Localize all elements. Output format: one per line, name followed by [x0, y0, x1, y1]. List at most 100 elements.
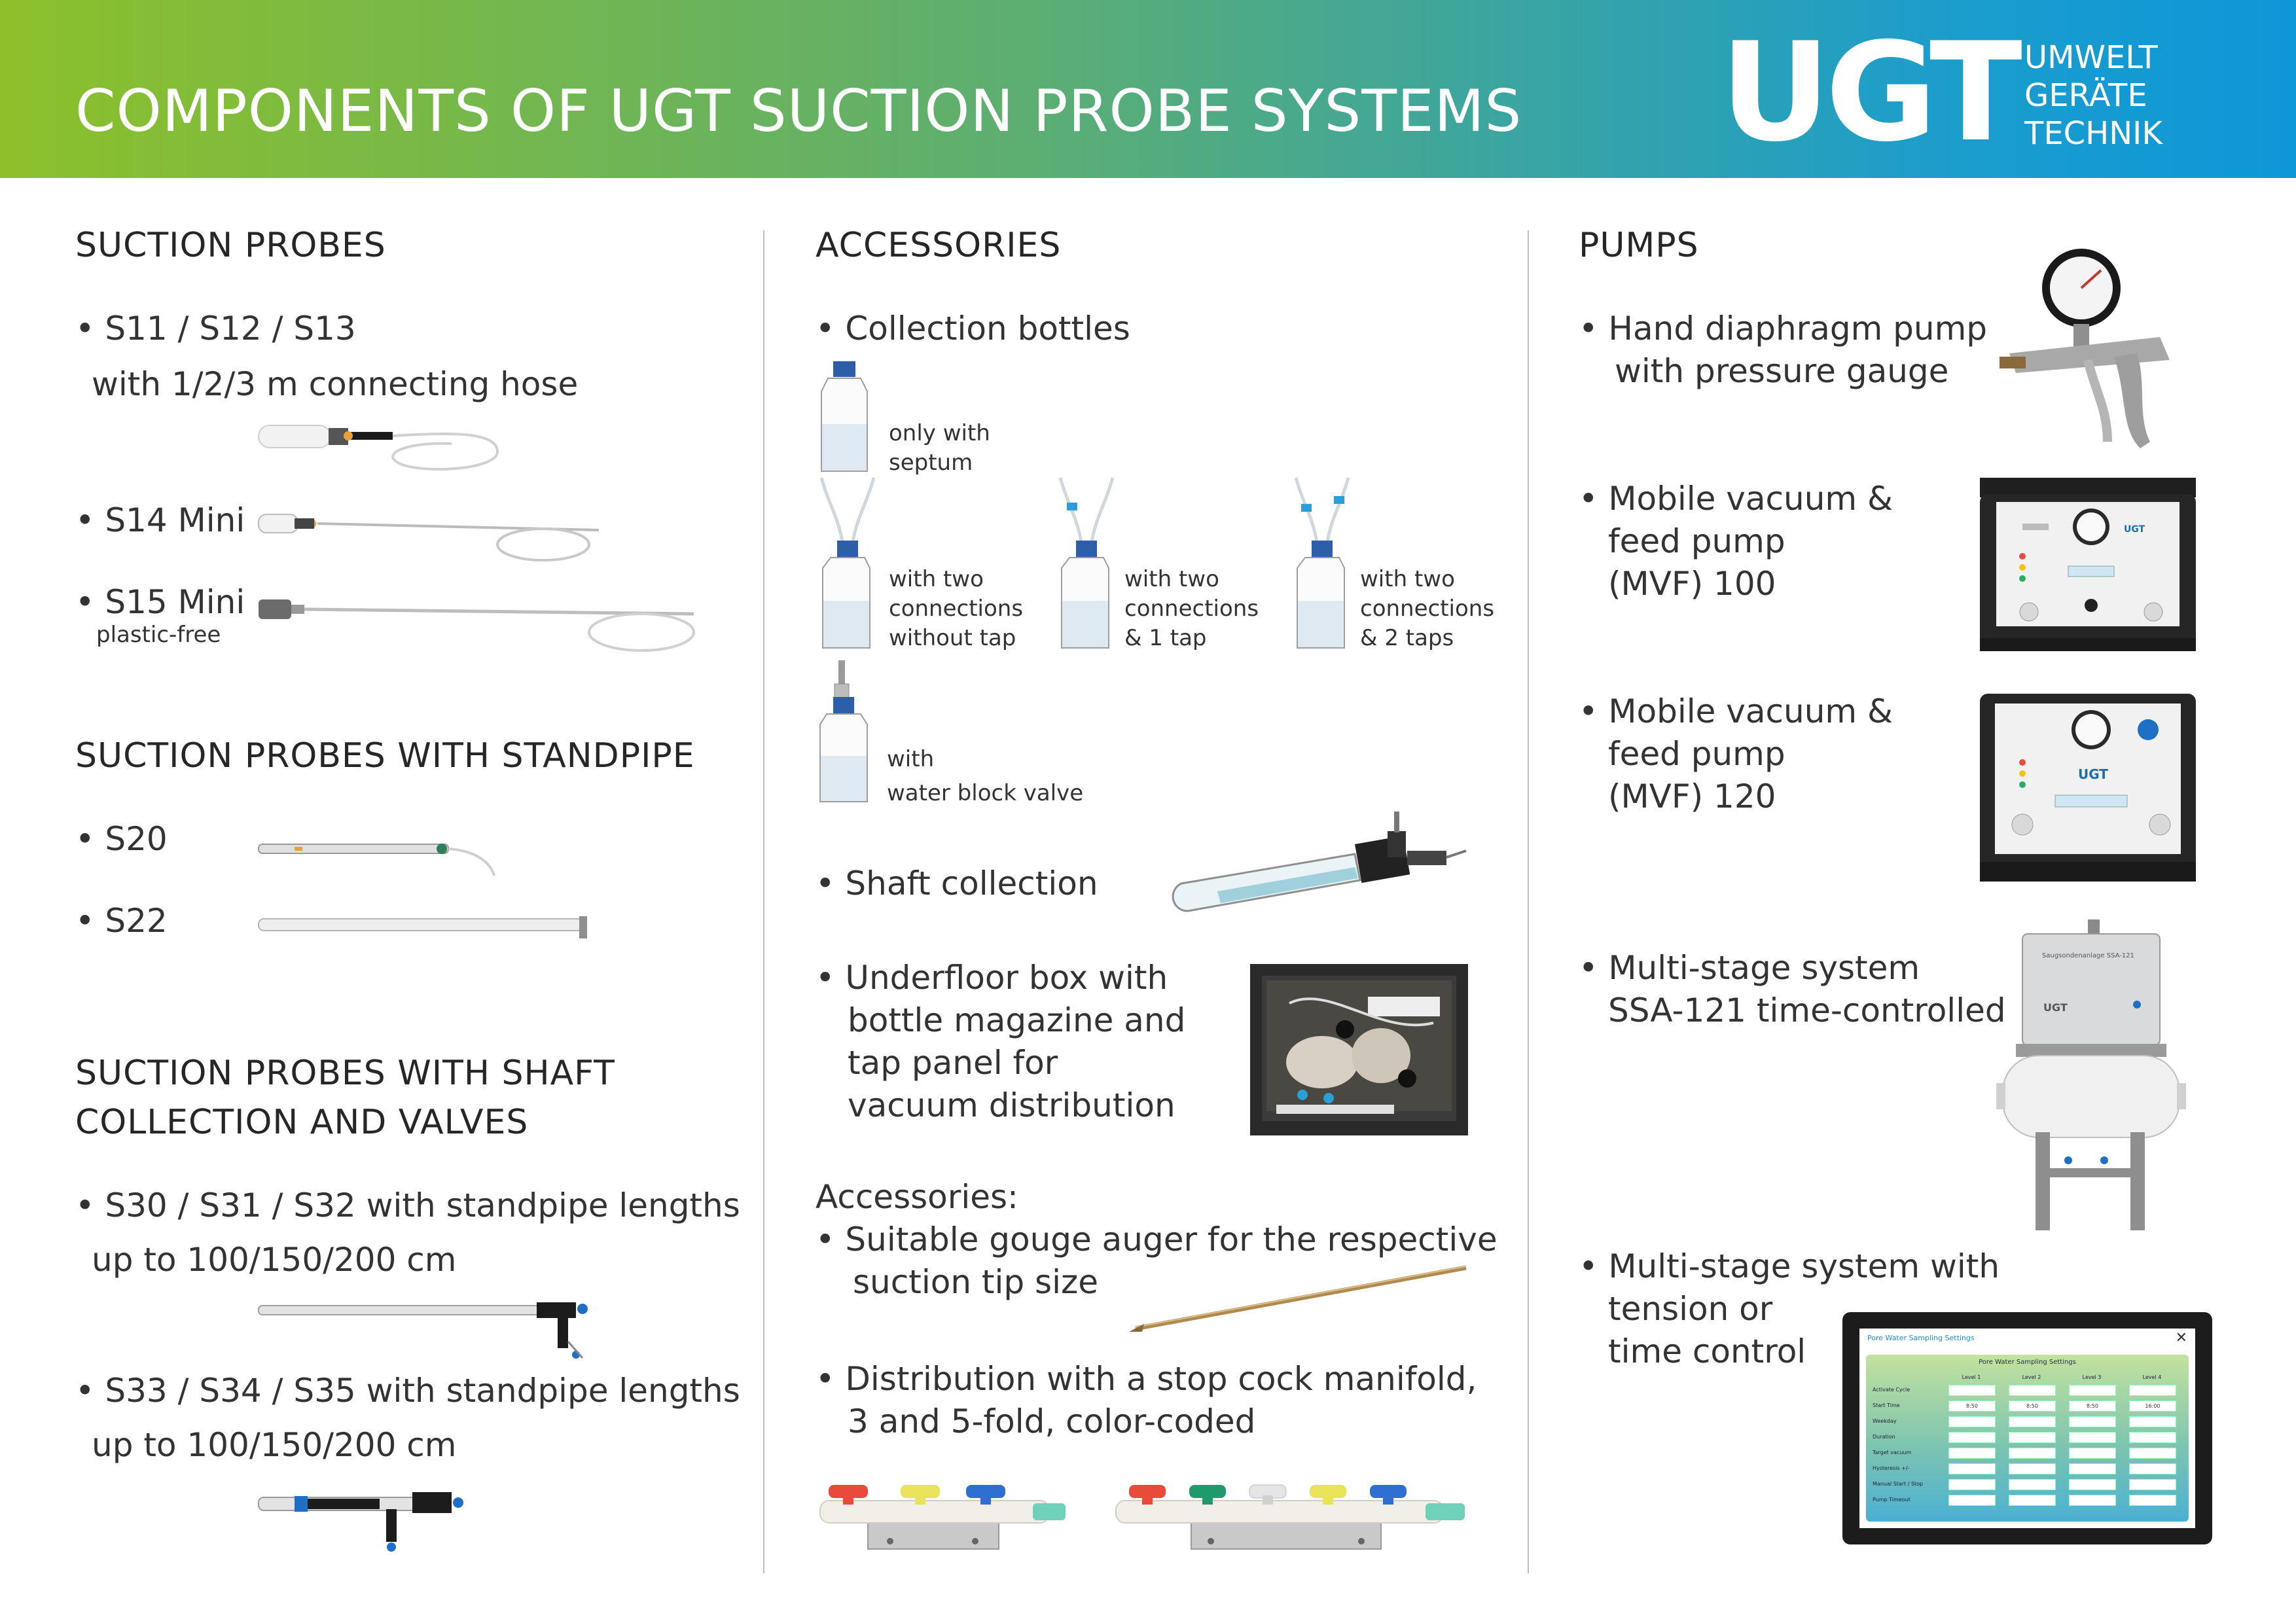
item-distribution-1: • Distribution with a stop cock manifold… [816, 1360, 1477, 1398]
setting-cell[interactable] [2069, 1495, 2116, 1506]
setting-cell[interactable] [2069, 1479, 2116, 1490]
column-divider-right [1528, 230, 1529, 1573]
s11-probe-image [258, 425, 499, 471]
setting-cell[interactable]: 8:50 [1948, 1400, 1996, 1412]
setting-cell[interactable]: 8:50 [2009, 1400, 2056, 1412]
setting-cell[interactable] [2009, 1432, 2056, 1443]
item-underfloor-2: bottle magazine and [848, 1001, 1186, 1039]
setting-cell[interactable] [1948, 1448, 1996, 1459]
header-banner: COMPONENTS OF UGT SUCTION PROBE SYSTEMS … [0, 0, 2296, 178]
ssa-plate-label: Saugsondenanlage SSA-121 [2042, 952, 2134, 959]
bottle-septum-label-1: only with [889, 420, 990, 446]
setting-cell[interactable] [2129, 1448, 2176, 1459]
item-s15-sub: plastic-free [96, 622, 221, 648]
item-shaft-collection: • Shaft collection [816, 865, 1098, 902]
setting-cell[interactable] [2069, 1432, 2116, 1443]
item-s11: • S11 / S12 / S13 [75, 310, 356, 348]
bottle-one-tap-label-1: with two [1124, 566, 1219, 592]
setting-cell[interactable] [2009, 1495, 2056, 1506]
setting-row-label: Pump Timeout [1873, 1497, 1910, 1503]
setting-cell[interactable] [1948, 1385, 1996, 1396]
setting-cell[interactable]: 16:00 [2129, 1400, 2176, 1412]
setting-cell[interactable] [2009, 1385, 2056, 1396]
item-s11-sub: with 1/2/3 m connecting hose [92, 365, 579, 403]
bottle-two-taps-label-3: & 2 taps [1360, 625, 1454, 651]
bottle-two-taps-label-2: connections [1360, 596, 1495, 622]
setting-cell[interactable] [2069, 1448, 2116, 1459]
setting-cell[interactable] [1948, 1416, 1996, 1427]
bottle-water-block-label-2: water block valve [887, 780, 1084, 806]
page-title: COMPONENTS OF UGT SUCTION PROBE SYSTEMS [75, 77, 1522, 145]
setting-row-label: Manual Start / Stop [1873, 1481, 1924, 1487]
setting-cell[interactable] [2009, 1448, 2056, 1459]
item-underfloor-4: vacuum distribution [848, 1086, 1175, 1124]
logo-line-3: TECHNIK [2024, 115, 2162, 152]
setting-cell[interactable] [1948, 1432, 1996, 1443]
item-hand-pump-1: • Hand diaphragm pump [1579, 310, 1988, 348]
setting-cell[interactable] [2129, 1495, 2176, 1506]
heading-shaft-line2: COLLECTION AND VALVES [75, 1103, 529, 1142]
setting-row-label: Activate Cycle [1873, 1387, 1910, 1393]
heading-shaft-line1: SUCTION PROBES WITH SHAFT [75, 1054, 615, 1093]
setting-cell[interactable] [2009, 1479, 2056, 1490]
item-s33: • S33 / S34 / S35 with standpipe lengths [75, 1372, 740, 1410]
level-header: Level 1 [1962, 1374, 1981, 1380]
column-divider-left [763, 230, 764, 1573]
ssa-121-image: Saugsondenanlage SSA-121 UGT [1996, 919, 2186, 1230]
item-s30: • S30 / S31 / S32 with standpipe lengths [75, 1186, 740, 1224]
heading-suction-probes: SUCTION PROBES [75, 226, 386, 265]
item-ssa-1: • Multi-stage system [1579, 949, 1920, 987]
item-collection-bottles: • Collection bottles [816, 310, 1130, 348]
item-underfloor-3: tap panel for [848, 1044, 1058, 1082]
setting-cell[interactable] [2009, 1416, 2056, 1427]
case-brand-label: UGT [2124, 524, 2145, 535]
item-mvf120-3: (MVF) 120 [1608, 777, 1776, 815]
setting-row-label: Hysteresis +/- [1873, 1465, 1910, 1471]
shaft-collection-image [1172, 812, 1467, 912]
setting-cell[interactable] [2069, 1385, 2116, 1396]
item-mvf120-1: • Mobile vacuum & [1579, 692, 1893, 730]
setting-cell[interactable] [2129, 1463, 2176, 1474]
setting-cell[interactable] [1948, 1463, 1996, 1474]
underfloor-box-image [1250, 964, 1468, 1135]
setting-cell[interactable] [2129, 1416, 2176, 1427]
item-underfloor-1: • Underfloor box with [816, 959, 1168, 997]
setting-cell[interactable]: 8:50 [2069, 1400, 2116, 1412]
item-gouge-2: suction tip size [853, 1263, 1098, 1301]
tablet-panel-title: Pore Water Sampling Settings [1979, 1359, 2076, 1366]
bottle-two-taps-label-1: with two [1360, 566, 1455, 592]
item-ssa-2: SSA-121 time-controlled [1608, 991, 2006, 1029]
setting-cell[interactable] [2129, 1432, 2176, 1443]
manifold-3-fold-image [819, 1485, 1066, 1550]
tablet-panel: Pore Water Sampling Settings Level 1 Leve… [1866, 1355, 2189, 1522]
logo-line-1: UMWELT [2024, 39, 2158, 76]
item-hand-pump-2: with pressure gauge [1615, 352, 1949, 390]
s20-probe-image [258, 844, 495, 876]
item-multi-2: tension or [1608, 1290, 1773, 1328]
setting-cell[interactable] [2009, 1463, 2056, 1474]
s22-probe-image [258, 916, 587, 938]
hand-pump-image [2000, 249, 2170, 448]
bottle-two-label-1: with two [889, 566, 984, 592]
item-mvf100-1: • Mobile vacuum & [1579, 480, 1893, 518]
item-multi-1: • Multi-stage system with [1579, 1247, 2000, 1285]
close-icon[interactable]: ✕ [2175, 1330, 2187, 1346]
bottle-septum-image [821, 361, 868, 472]
item-s30-sub: up to 100/150/200 cm [92, 1241, 457, 1279]
mvf100-case-image: UGT [1980, 478, 2196, 651]
setting-cell[interactable] [2069, 1463, 2116, 1474]
level-header: Level 4 [2142, 1374, 2162, 1380]
setting-cell[interactable] [2129, 1385, 2176, 1396]
bottle-two-taps-image [1294, 477, 1350, 649]
setting-cell[interactable] [2069, 1416, 2116, 1427]
bottle-one-tap-label-2: connections [1124, 596, 1259, 622]
level-header: Level 2 [2022, 1374, 2041, 1380]
s30-probe-image [258, 1302, 588, 1359]
gouge-auger-image [1129, 1265, 1467, 1332]
setting-cell[interactable] [1948, 1479, 1996, 1490]
mvf120-case-image: UGT [1980, 694, 2196, 882]
heading-standpipe: SUCTION PROBES WITH STANDPIPE [75, 736, 695, 776]
setting-cell[interactable] [1948, 1495, 1996, 1506]
setting-cell[interactable] [2129, 1479, 2176, 1490]
bottle-septum-label-2: septum [889, 450, 973, 476]
